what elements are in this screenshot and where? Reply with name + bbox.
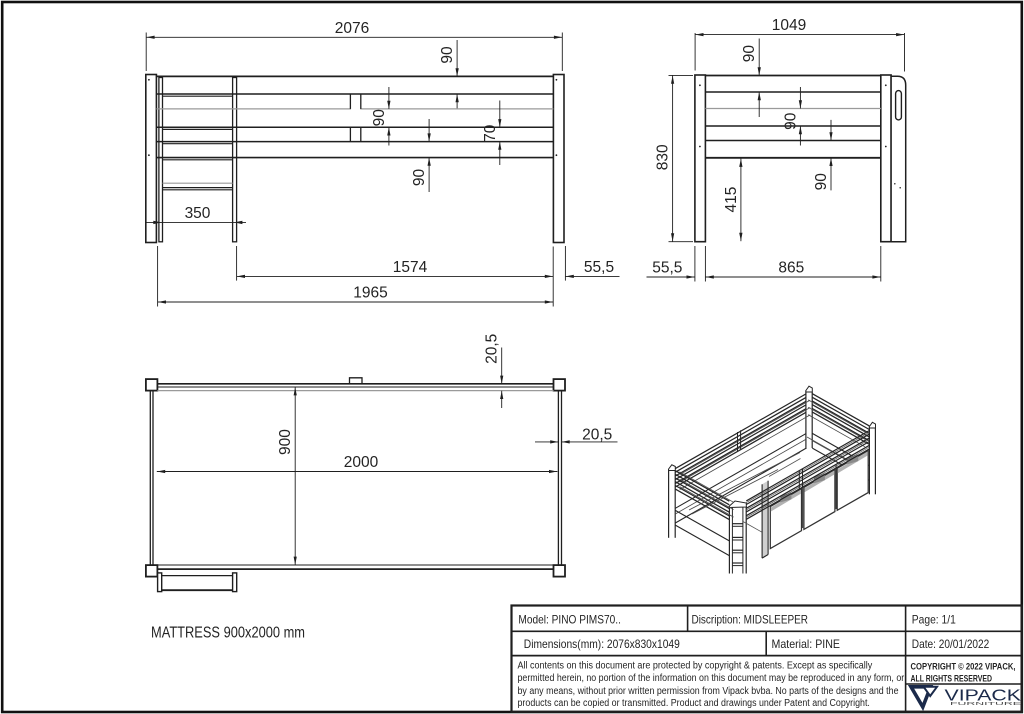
svg-text:All contents on this document: All contents on this document are protec… — [518, 660, 873, 671]
svg-text:900: 900 — [277, 429, 294, 455]
svg-text:products can be copied or tran: products can be copied or transmitted. P… — [518, 698, 870, 709]
svg-text:90: 90 — [741, 45, 758, 63]
svg-text:FURNITURE: FURNITURE — [950, 701, 1021, 706]
svg-text:865: 865 — [778, 260, 804, 277]
svg-text:1049: 1049 — [772, 17, 806, 34]
svg-text:MATTRESS 900x2000 mm: MATTRESS 900x2000 mm — [151, 625, 305, 642]
svg-text:350: 350 — [185, 205, 211, 222]
svg-text:90: 90 — [371, 109, 388, 127]
svg-text:830: 830 — [655, 144, 672, 170]
svg-text:55,5: 55,5 — [652, 260, 682, 277]
svg-text:Discription: MIDSLEEPER: Discription: MIDSLEEPER — [692, 613, 809, 627]
svg-text:20,5: 20,5 — [582, 426, 612, 443]
svg-text:VIPACK: VIPACK — [945, 687, 1022, 704]
svg-text:Model: PINO PIMS70..: Model: PINO PIMS70.. — [518, 613, 621, 627]
svg-text:by any means, without prior wr: by any means, without prior written perm… — [518, 686, 899, 697]
svg-text:Material: PINE: Material: PINE — [772, 637, 841, 651]
svg-text:COPYRIGHT © 2022 VIPACK,: COPYRIGHT © 2022 VIPACK, — [911, 661, 1016, 672]
svg-text:90: 90 — [411, 169, 428, 187]
svg-text:20,5: 20,5 — [484, 334, 501, 364]
svg-text:1574: 1574 — [393, 259, 428, 276]
svg-text:2000: 2000 — [344, 454, 379, 471]
svg-text:Dimensions(mm): 2076x830x1049: Dimensions(mm): 2076x830x1049 — [524, 637, 680, 651]
svg-text:Date: 20/01/2022: Date: 20/01/2022 — [912, 637, 990, 651]
svg-text:70: 70 — [482, 124, 499, 142]
svg-text:Page: 1/1: Page: 1/1 — [912, 613, 956, 627]
svg-text:415: 415 — [723, 187, 740, 213]
svg-text:90: 90 — [813, 173, 830, 191]
svg-text:permitted herein, no portion o: permitted herein, no portion of the info… — [518, 673, 905, 684]
svg-text:1965: 1965 — [353, 285, 387, 302]
svg-text:ALL RIGHTS RESERVED: ALL RIGHTS RESERVED — [911, 674, 993, 685]
svg-text:2076: 2076 — [335, 20, 369, 37]
svg-text:90: 90 — [439, 46, 456, 64]
svg-text:55,5: 55,5 — [584, 259, 614, 276]
svg-text:90: 90 — [782, 112, 799, 130]
